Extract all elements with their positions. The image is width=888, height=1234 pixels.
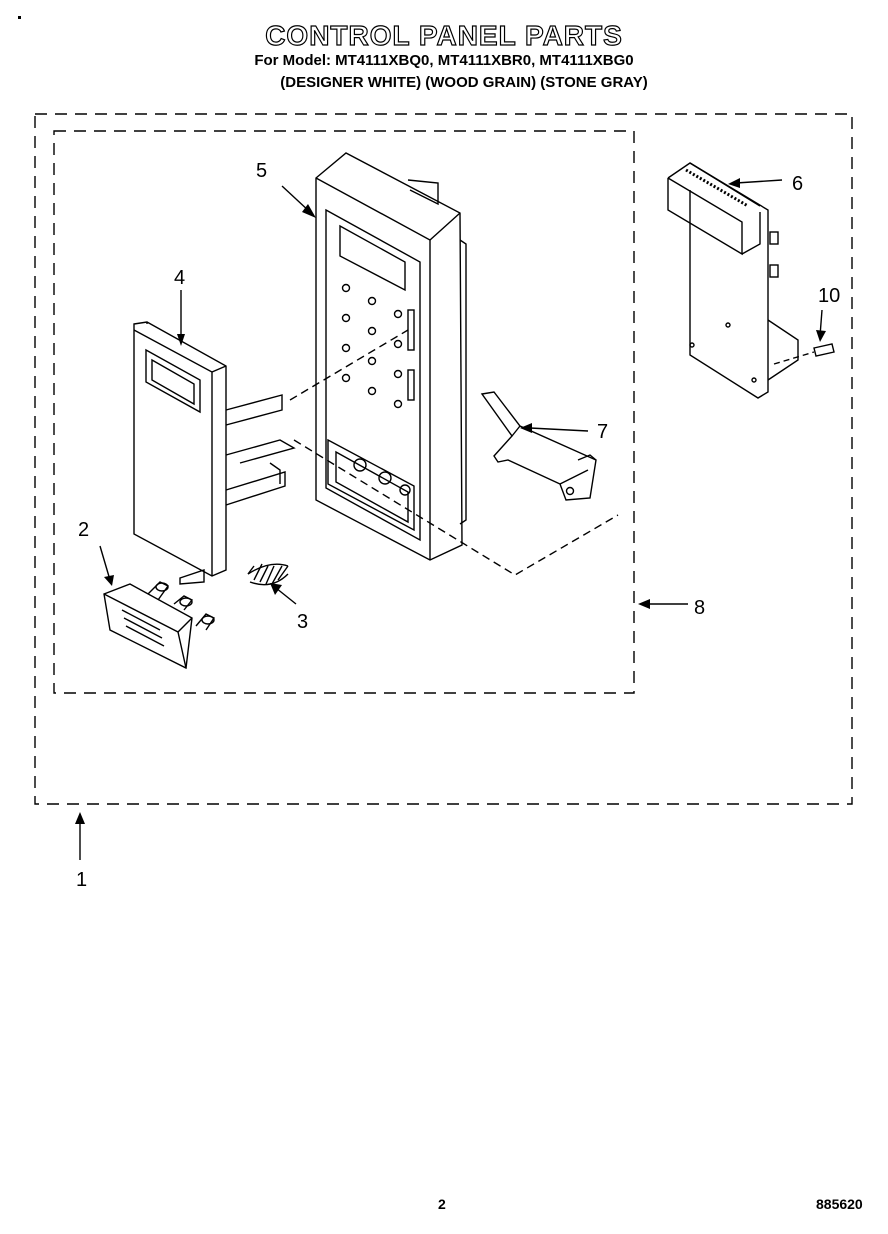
control-panel-housing xyxy=(315,152,467,561)
door-bracket xyxy=(480,391,597,501)
inner-assembly-boundary xyxy=(53,130,635,694)
callout-1: 1 xyxy=(76,869,87,891)
circuit-board xyxy=(667,162,799,399)
callout-6: 6 xyxy=(792,173,803,195)
mounting-screw xyxy=(773,343,835,365)
button-assembly xyxy=(103,581,216,670)
page-number: 2 xyxy=(438,1196,446,1212)
callout-3: 3 xyxy=(297,611,308,633)
corner-mark xyxy=(18,16,21,19)
callout-5: 5 xyxy=(256,160,267,182)
touch-pad xyxy=(133,321,296,585)
spring xyxy=(247,563,289,586)
callout-4: 4 xyxy=(174,267,185,289)
page-title: CONTROL PANEL PARTS xyxy=(265,19,623,51)
callout-7: 7 xyxy=(597,421,608,443)
callout-10: 10 xyxy=(818,285,840,307)
model-list: For Model: MT4111XBQ0, MT4111XBR0, MT411… xyxy=(254,52,634,69)
callout-8: 8 xyxy=(694,597,705,619)
document-number: 885620 xyxy=(816,1196,863,1212)
outer-assembly-boundary xyxy=(34,113,853,805)
color-variants: (DESIGNER WHITE) (WOOD GRAIN) (STONE GRA… xyxy=(280,74,648,91)
callout-2: 2 xyxy=(78,519,89,541)
